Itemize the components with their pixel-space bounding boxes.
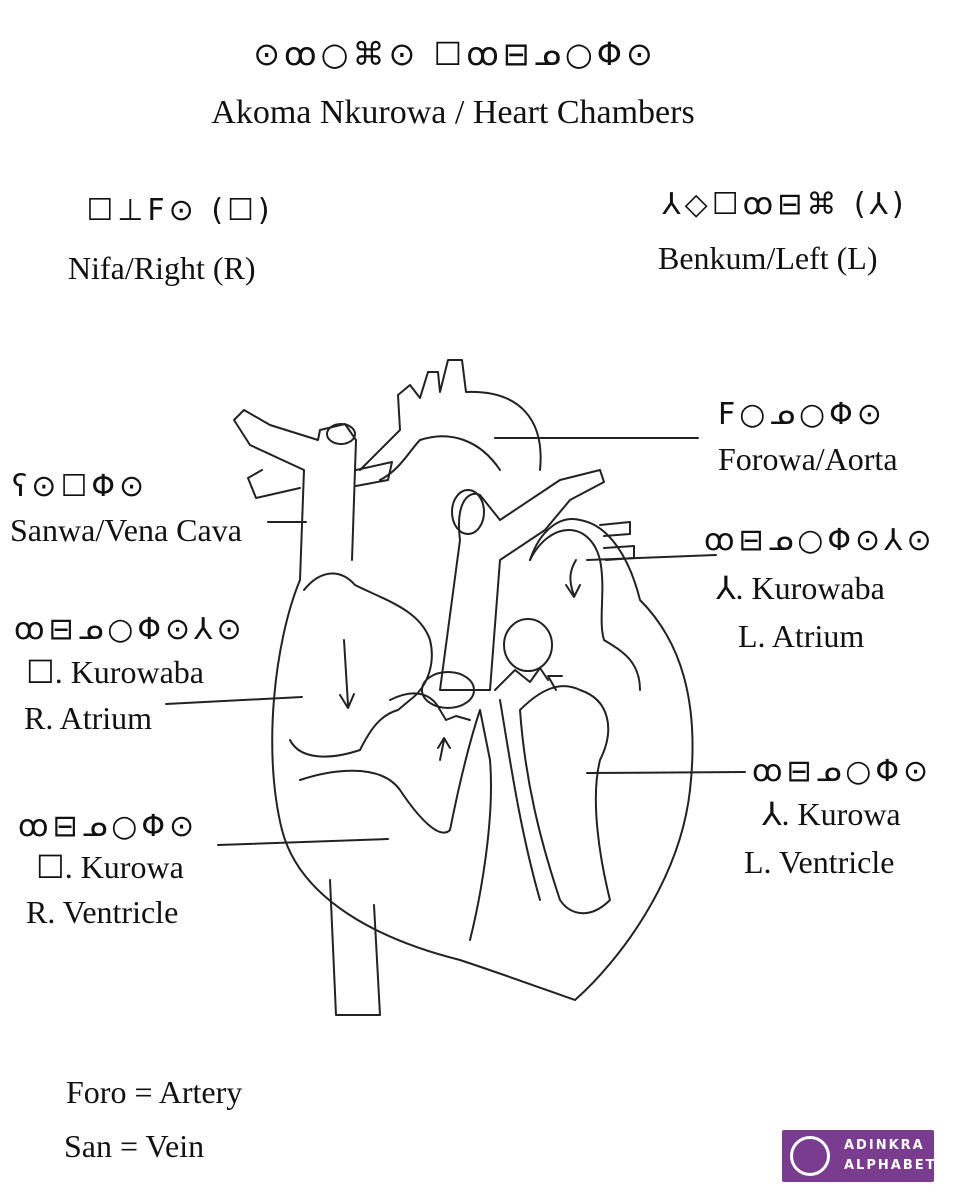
right-ventricle-line2: R. Ventricle [26,894,179,930]
badge-line2: ALPHABET [844,1158,937,1173]
right-atrium-line2: R. Atrium [24,700,153,736]
legend-artery: Foro = Artery [66,1074,243,1110]
aortic-valve-right [503,618,553,672]
right-atrium-line1: ☐. Kurowaba [26,654,204,690]
left-ventricle-arrow [547,675,563,691]
left-atrium-leader [586,554,717,561]
pulmonary-trunk [439,469,605,691]
septum [499,699,541,901]
right-atrium-script: ꝏ⊟ᓄ○Φ⊙⅄⊙ [14,612,246,647]
mitral-valve [494,667,549,691]
right-ventricle-wall [299,709,492,941]
aortic-arch [359,359,542,471]
superior-vena-cava [233,409,357,581]
aorta-inner [379,435,501,481]
left-ventricle-line2: L. Ventricle [744,844,895,880]
aorta-side [355,461,393,487]
left-ventricle-line1: ⅄. Kurowa [762,796,901,832]
aorta-script: Ϝ○ᓄ○Φ⊙ [718,397,886,432]
inferior-vena-cava [329,879,381,1016]
title-script: ⊙ꝏ○⌘⊙ ☐ꝏ⊟ᓄ○Φ⊙ [253,35,657,73]
right-ventricle-line1: ☐. Kurowa [36,849,184,885]
left-atrium-script: ꝏ⊟ᓄ○Φ⊙⅄⊙ [704,523,936,558]
right-atrium-leader [165,696,303,705]
legend-vein: San = Vein [64,1128,205,1164]
right-side-script: ☐⊥Ϝ⊙ (☐) [86,193,274,228]
vena-cava-script: ʕ⊙☐Φ⊙ [12,469,149,504]
left-atrium-line2: L. Atrium [738,618,865,654]
pulmonary-veins [599,521,635,561]
badge-line1: ADINKRA [844,1138,925,1153]
left-ventricle-wall [519,685,611,915]
vena-cava-label: Sanwa/Vena Cava [10,512,242,548]
vena-cava-opening [326,423,356,445]
left-atrium-line1: ⅄. Kurowaba [716,570,885,606]
pulmonary-opening [451,489,485,535]
left-side-script: ⅄◇☐ꝏ⊟⌘ (⅄) [662,187,908,222]
right-ventricle-script: ꝏ⊟ᓄ○Φ⊙ [18,809,199,844]
title-text: Akoma Nkurowa / Heart Chambers [211,94,695,131]
adinkra-alphabet-badge: ADINKRA ALPHABET [782,1130,934,1182]
adinkra-logo-icon [790,1136,830,1176]
left-atrium-wall [529,529,641,691]
vena-cava-branch [247,469,301,499]
right-atrium-arrow [339,639,355,709]
right-ventricle-leader [217,838,389,846]
left-ventricle-leader [586,771,746,774]
left-atrium-arrow [565,559,581,598]
heart-outline [271,518,694,1001]
aorta-label: Forowa/Aorta [718,441,898,477]
tricuspid-arrow [437,737,451,761]
left-ventricle-script: ꝏ⊟ᓄ○Φ⊙ [752,754,933,789]
right-atrium-wall [289,572,433,758]
right-side-label: Nifa/Right (R) [68,250,256,286]
aortic-valve-left [421,671,475,709]
tricuspid-valve [389,692,471,721]
left-side-label: Benkum/Left (L) [658,240,878,276]
